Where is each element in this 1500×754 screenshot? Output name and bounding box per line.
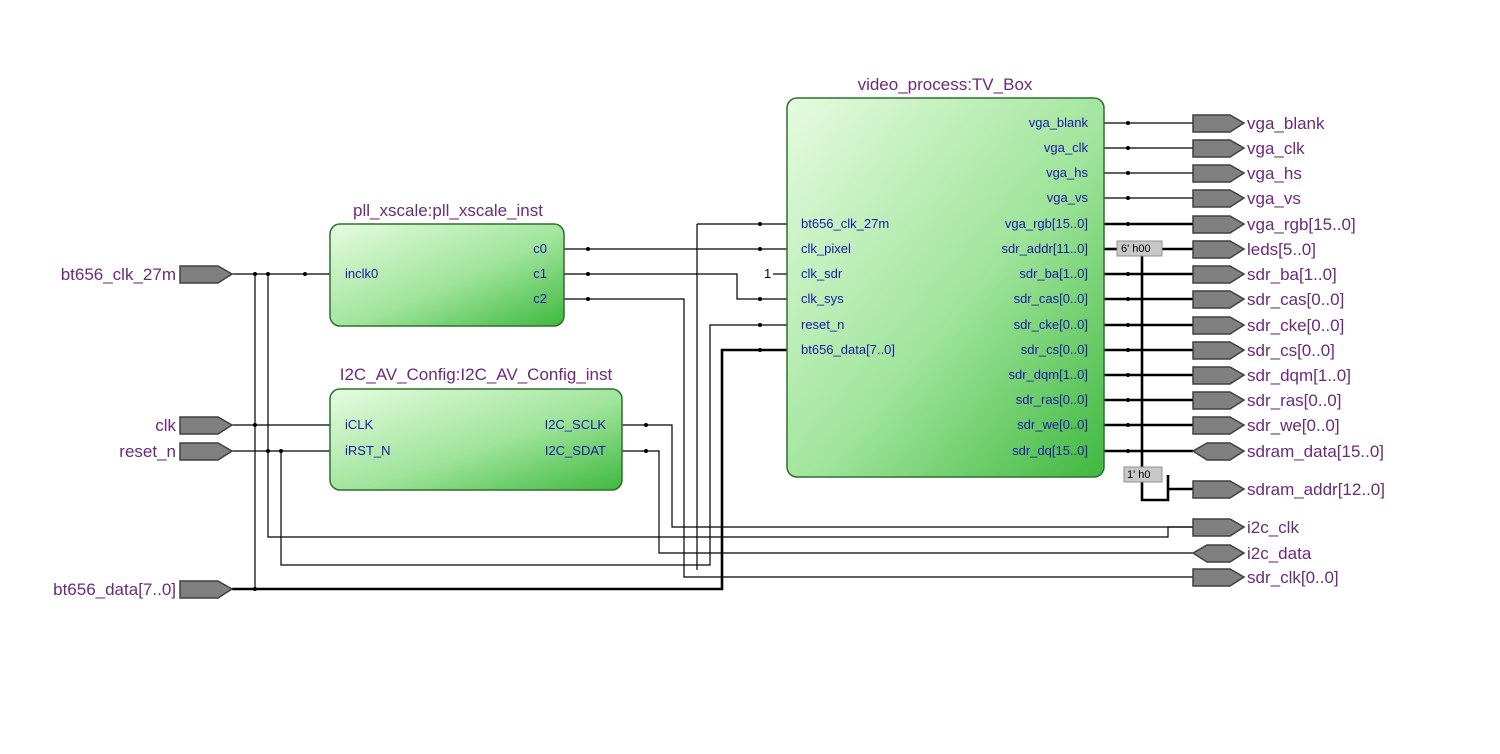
pll-block[interactable]: pll_xscale:pll_xscale_inst inclk0 c0 c1 … (329, 201, 565, 327)
input-port-label: bt656_data[7..0] (53, 580, 176, 599)
tvbox-pin-sdr-cas: sdr_cas[0..0] (1014, 291, 1088, 306)
output-port-leds[interactable]: leds[5..0] (1192, 240, 1316, 259)
tvbox-pin-sdr-ba: sdr_ba[1..0] (1019, 266, 1088, 281)
output-port-sdram-data[interactable]: sdram_data[15..0] (1191, 442, 1384, 461)
input-port-label: reset_n (119, 442, 176, 461)
output-port-vga-blank[interactable]: vga_blank (1192, 114, 1325, 133)
i2c-pin-iclk: iCLK (345, 417, 374, 432)
i2c-block[interactable]: I2C_AV_Config:I2C_AV_Config_inst iCLK iR… (329, 365, 623, 491)
output-port-i2c-data[interactable]: i2c_data (1191, 544, 1312, 563)
output-port-label: sdr_cs[0..0] (1247, 341, 1335, 360)
output-port-sdr-ba[interactable]: sdr_ba[1..0] (1192, 265, 1337, 284)
output-port-label: i2c_data (1247, 544, 1312, 563)
output-port-label: sdram_data[15..0] (1247, 442, 1384, 461)
output-port-label: sdr_dqm[1..0] (1247, 366, 1351, 385)
tvbox-pin-vga-vs: vga_vs (1047, 190, 1089, 205)
output-port-label: sdr_ras[0..0] (1247, 391, 1342, 410)
output-port-label: sdr_we[0..0] (1247, 416, 1340, 435)
output-port-label: vga_clk (1247, 139, 1305, 158)
output-junction-dots (1126, 121, 1130, 453)
output-port-sdr-cas[interactable]: sdr_cas[0..0] (1192, 290, 1344, 309)
tvbox-pin-vga-clk: vga_clk (1044, 140, 1089, 155)
const-sdram-addr-label: 1' h0 (1127, 469, 1151, 481)
tvbox-outputs: vga_blank vga_clk vga_hs vga_vs vga_rgb[… (1002, 115, 1089, 458)
tvbox-pin-sdr-ras: sdr_ras[0..0] (1016, 392, 1088, 407)
tvbox-pin-bt656-clk-27m: bt656_clk_27m (801, 216, 889, 231)
output-port-label: sdr_cke[0..0] (1247, 316, 1344, 335)
i2c-pin-i2c-sdat: I2C_SDAT (545, 443, 606, 458)
output-ports: vga_blank vga_clk vga_hs vga_vs vga_rgb[… (1191, 114, 1385, 587)
tvbox-pin-clk-pixel: clk_pixel (801, 241, 851, 256)
output-port-label: vga_hs (1247, 164, 1302, 183)
tvbox-pin-sdr-dqm: sdr_dqm[1..0] (1009, 367, 1089, 382)
output-port-sdram-addr[interactable]: sdram_addr[12..0] (1192, 480, 1385, 499)
output-port-vga-clk[interactable]: vga_clk (1192, 139, 1305, 158)
output-port-sdr-we[interactable]: sdr_we[0..0] (1192, 416, 1340, 435)
i2c-block-title: I2C_AV_Config:I2C_AV_Config_inst (340, 365, 613, 384)
input-port-label: bt656_clk_27m (61, 265, 176, 284)
tvbox-block-title: video_process:TV_Box (858, 75, 1033, 94)
input-port-bt656-data[interactable]: bt656_data[7..0] (53, 580, 234, 599)
tvbox-pin-vga-hs: vga_hs (1046, 165, 1088, 180)
i2c-pin-irst-n: iRST_N (345, 443, 391, 458)
output-port-vga-hs[interactable]: vga_hs (1192, 164, 1302, 183)
tvbox-block[interactable]: video_process:TV_Box bt656_clk_27m clk_p… (764, 75, 1105, 478)
output-port-sdr-dqm[interactable]: sdr_dqm[1..0] (1192, 366, 1351, 385)
tvbox-pin-clk-sys: clk_sys (801, 291, 844, 306)
input-port-bt656-clk-27m[interactable]: bt656_clk_27m (61, 265, 234, 284)
tvbox-pin-sdr-we: sdr_we[0..0] (1017, 417, 1088, 432)
output-port-label: vga_vs (1247, 189, 1301, 208)
tvbox-pin-sdr-addr: sdr_addr[11..0] (1002, 241, 1088, 256)
tvbox-pin-sdr-dq: sdr_dq[15..0] (1012, 443, 1088, 458)
pll-pin-c1: c1 (533, 266, 547, 281)
tvbox-const-one: 1 (764, 266, 771, 281)
tvbox-inputs: bt656_clk_27m clk_pixel clk_sdr clk_sys … (801, 216, 895, 357)
output-port-label: sdr_ba[1..0] (1247, 265, 1337, 284)
input-port-label: clk (155, 416, 176, 435)
i2c-pin-i2c-sclk: I2C_SCLK (545, 417, 607, 432)
output-port-label: vga_blank (1247, 114, 1325, 133)
output-port-vga-vs[interactable]: vga_vs (1192, 189, 1301, 208)
output-port-vga-rgb[interactable]: vga_rgb[15..0] (1192, 215, 1356, 234)
input-port-reset-n[interactable]: reset_n (119, 442, 234, 461)
pll-block-title: pll_xscale:pll_xscale_inst (353, 201, 543, 220)
output-port-label: leds[5..0] (1247, 240, 1316, 259)
pll-pin-inclk0: inclk0 (345, 266, 378, 281)
output-port-sdr-ras[interactable]: sdr_ras[0..0] (1192, 391, 1342, 410)
tvbox-pin-bt656-data: bt656_data[7..0] (801, 342, 895, 357)
tvbox-pin-vga-blank: vga_blank (1029, 115, 1089, 130)
output-port-label: sdram_addr[12..0] (1247, 480, 1385, 499)
const-leds-label: 6' h00 (1121, 243, 1151, 255)
tvbox-pin-sdr-cke: sdr_cke[0..0] (1014, 317, 1088, 332)
pll-pin-c0: c0 (533, 241, 547, 256)
tvbox-pin-reset-n: reset_n (801, 317, 844, 332)
output-port-label: vga_rgb[15..0] (1247, 215, 1356, 234)
input-port-clk[interactable]: clk (155, 416, 234, 435)
output-port-label: sdr_clk[0..0] (1247, 568, 1339, 587)
wires (232, 121, 1193, 591)
pll-pin-c2: c2 (533, 291, 547, 306)
output-port-sdr-cs[interactable]: sdr_cs[0..0] (1192, 341, 1335, 360)
tvbox-pin-clk-sdr: clk_sdr (801, 266, 843, 281)
output-port-sdr-cke[interactable]: sdr_cke[0..0] (1192, 316, 1344, 335)
output-port-label: i2c_clk (1247, 518, 1299, 537)
tvbox-pin-sdr-cs: sdr_cs[0..0] (1021, 342, 1088, 357)
output-port-label: sdr_cas[0..0] (1247, 290, 1344, 309)
output-port-sdr-clk[interactable]: sdr_clk[0..0] (1192, 568, 1339, 587)
input-ports: bt656_clk_27m clk reset_n bt656_data[7..… (53, 265, 234, 599)
const-leds: 6' h00 (1116, 240, 1163, 257)
output-port-i2c-clk[interactable]: i2c_clk (1192, 518, 1299, 537)
tvbox-pin-vga-rgb: vga_rgb[15..0] (1005, 216, 1088, 231)
const-sdram-addr: 1' h0 (1123, 466, 1163, 483)
